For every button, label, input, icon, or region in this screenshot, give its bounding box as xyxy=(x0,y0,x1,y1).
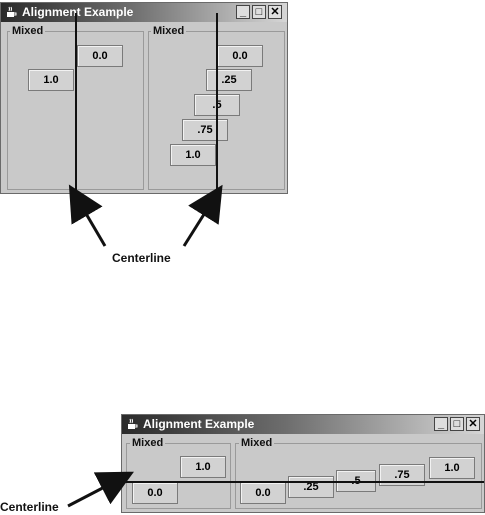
centerline-caption: Centerline xyxy=(112,251,171,265)
java-cup-icon xyxy=(128,418,138,429)
close-button[interactable]: ✕ xyxy=(268,5,282,19)
centerline xyxy=(216,13,218,193)
align-button-1[interactable]: 1.0 xyxy=(429,457,475,479)
align-button-075[interactable]: .75 xyxy=(379,464,425,486)
align-button-0[interactable]: 0.0 xyxy=(240,482,286,504)
right-mixed-panel xyxy=(235,443,482,509)
left-panel-label: Mixed xyxy=(130,437,166,449)
window-title: Alignment Example xyxy=(143,417,255,431)
align-button-0[interactable]: 0.0 xyxy=(217,45,263,67)
arrow-icon xyxy=(67,471,134,508)
right-panel-label: Mixed xyxy=(239,437,275,449)
right-panel-label: Mixed xyxy=(151,25,187,37)
title-bar[interactable]: Alignment Example _ □ ✕ xyxy=(122,415,484,434)
centerline xyxy=(75,13,77,193)
top-window: Alignment Example _ □ ✕ Mixed 0.0 1.0 Mi… xyxy=(0,2,288,194)
java-cup-icon xyxy=(7,6,17,17)
title-bar[interactable]: Alignment Example _ □ ✕ xyxy=(1,3,287,22)
align-button-025[interactable]: .25 xyxy=(288,476,334,498)
window-title: Alignment Example xyxy=(22,5,134,19)
align-button-1[interactable]: 1.0 xyxy=(28,69,74,91)
bottom-window: Alignment Example _ □ ✕ Mixed 1.0 0.0 Mi… xyxy=(121,414,485,513)
centerline xyxy=(124,481,484,483)
centerline-caption: Centerline xyxy=(0,500,59,514)
maximize-button[interactable]: □ xyxy=(252,5,266,19)
arrow-icon xyxy=(68,184,223,247)
left-panel-label: Mixed xyxy=(10,25,46,37)
minimize-button[interactable]: _ xyxy=(434,417,448,431)
align-button-0[interactable]: 0.0 xyxy=(77,45,123,67)
minimize-button[interactable]: _ xyxy=(236,5,250,19)
close-button[interactable]: ✕ xyxy=(466,417,480,431)
align-button-1[interactable]: 1.0 xyxy=(170,144,216,166)
align-button-1[interactable]: 1.0 xyxy=(180,456,226,478)
maximize-button[interactable]: □ xyxy=(450,417,464,431)
